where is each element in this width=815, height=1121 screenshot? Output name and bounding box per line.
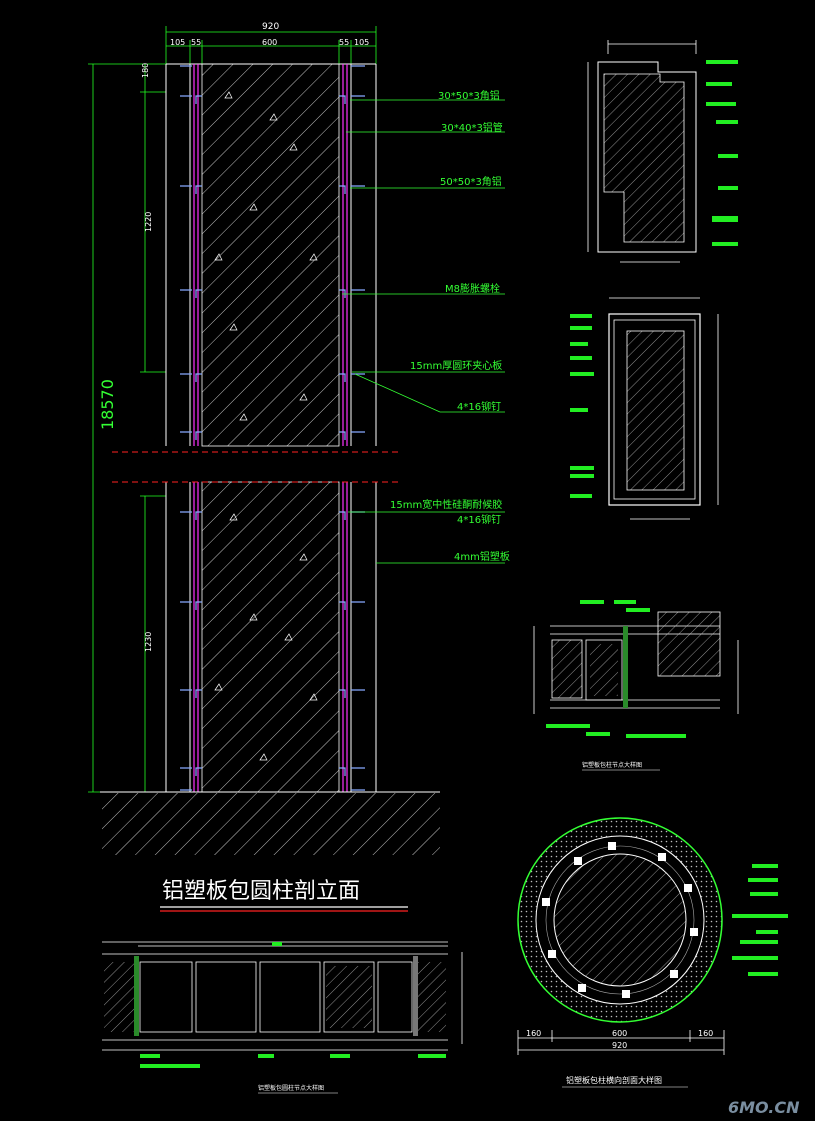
round-plan-caption: 铝塑板包柱横向剖面大样图: [566, 1075, 662, 1085]
aggregate-marks: [214, 91, 318, 761]
dim-top-part-5: 105: [354, 38, 369, 47]
callout-silicone: 15mm宽中性硅酮耐候胶: [390, 498, 502, 511]
node-detail-mid: 铝塑板包柱节点大样图: [533, 600, 739, 771]
break-lines: [112, 451, 402, 483]
round-dim-160-right: 160: [698, 1029, 713, 1038]
plan-detail-1: [587, 40, 738, 263]
concrete-column-upper: [201, 63, 340, 447]
dim-left-1230: 1230: [144, 632, 153, 652]
dim-top-part-1: 105: [170, 38, 185, 47]
node-detail-bottom: 铝塑板包圆柱节点大样图: [102, 941, 463, 1094]
plan-detail-2: [570, 297, 719, 520]
dim-left-180: 180: [141, 63, 150, 78]
callout-30x40-tube: 30*40*3铝管: [441, 121, 503, 134]
bottom-detail-caption: 铝塑板包圆柱节点大样图: [258, 1084, 324, 1092]
callout-rivet-1: 4*16铆钉: [457, 400, 501, 413]
round-dim-total: 920: [612, 1041, 627, 1050]
callout-ring-board: 15mm厚圆环夹心板: [410, 359, 502, 372]
plan-2-outer: [608, 313, 701, 506]
plan-1-core: [603, 73, 685, 243]
dim-top-total: 920: [262, 22, 279, 32]
round-dim-600: 600: [612, 1029, 627, 1038]
elevation-title: 铝塑板包圆柱剖立面: [162, 879, 360, 904]
dim-left-1220: 1220: [144, 212, 153, 232]
cladding-lines: [165, 63, 377, 792]
callout-m8-bolt: M8膨胀螺栓: [445, 282, 500, 295]
dim-top-part-2: 55: [191, 38, 201, 47]
mid-detail-caption: 铝塑板包柱节点大样图: [582, 761, 642, 769]
elevation-top-dimension: [165, 26, 377, 64]
callout-50x50-angle: 50*50*3角铝: [440, 176, 502, 188]
round-dim-160-left: 160: [526, 1029, 541, 1038]
round-column-plan: 160 600 160 920 铝塑板包柱横向剖面大样图: [517, 817, 788, 1088]
dim-top-part-3: 600: [262, 38, 277, 47]
round-plan-brackets: [542, 842, 698, 998]
dim-top-part-4: 55: [339, 38, 349, 47]
plan-2-mid: [613, 319, 696, 500]
plan-2-core: [626, 330, 685, 491]
watermark: 6MO.CN: [728, 1098, 800, 1117]
plan-1-outline: [597, 61, 697, 253]
dim-total-height: 18570: [98, 379, 117, 430]
concrete-column-lower: [201, 481, 340, 793]
callout-30x50-angle: 30*50*3角铝: [438, 90, 500, 102]
ground-hatch: [102, 793, 440, 855]
aluminum-frames: [193, 64, 348, 792]
elevation-section: 920 105 55 600 55 105 180 1220 1230 1857…: [88, 22, 510, 912]
callout-leaders: [342, 99, 505, 564]
callout-acp-4mm: 4mm铝塑板: [454, 550, 510, 563]
angle-brackets: [180, 65, 365, 791]
callout-rivet-2: 4*16铆钉: [457, 513, 501, 526]
